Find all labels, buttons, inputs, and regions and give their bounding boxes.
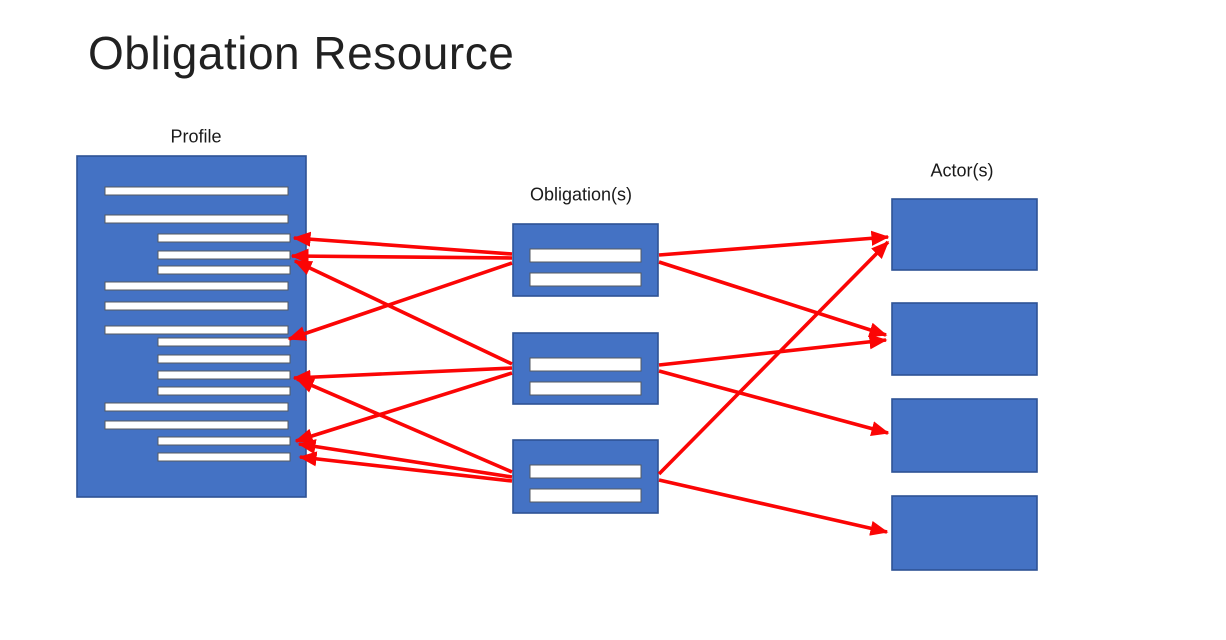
slide-title: Obligation Resource [88,27,515,79]
profile-bar-11 [157,370,291,380]
obligation-2-bar-1 [529,357,642,372]
arrow-obligation-3-to-actor-4 [658,478,889,536]
profile-bar-13 [104,402,289,412]
arrow-obligation-2-to-actor-3 [658,369,890,436]
arrow-obligation-2-to-profile-bar-11 [292,366,513,385]
profile-bar-2 [104,214,289,224]
arrow-obligation-3-to-profile-bar-15 [297,439,513,479]
obligation-3-bar-1 [529,464,642,479]
profile-bar-12 [157,386,291,396]
profile-bar-8 [104,325,289,335]
actor-box-4 [891,495,1038,571]
obligation-3-bar-2 [529,488,642,503]
profile-bar-4 [157,250,291,260]
obligation-1-bar-1 [529,248,642,263]
arrow-obligation-1-to-profile-bar-3 [292,231,513,256]
actor-box-3 [891,398,1038,473]
arrow-obligation-3-to-profile-bar-16 [298,451,513,483]
actor-box-1 [891,198,1038,271]
profile-bar-15 [157,436,291,446]
profile-bar-6 [104,281,289,291]
profile-bar-3 [157,233,291,243]
arrow-obligation-2-to-actor-2 [658,334,888,367]
arrow-obligation-3-to-profile-bar-11 [295,377,513,474]
arrow-obligation-1-to-profile-bar-4 [290,248,513,264]
profile-bar-16 [157,452,291,462]
obligations-column-label: Obligation(s) [529,184,633,205]
profile-bar-5 [157,265,291,275]
profile-bar-14 [104,420,289,430]
actors-column-label: Actor(s) [930,160,994,181]
arrow-obligation-1-to-actor-2 [658,260,888,338]
profile-column-label: Profile [170,126,222,147]
actor-box-2 [891,302,1038,376]
arrow-obligation-1-to-actor-1 [658,230,890,257]
obligation-1-bar-2 [529,272,642,287]
profile-bar-7 [104,301,289,311]
arrow-obligation-3-to-actor-1 [657,240,890,476]
obligation-2-bar-2 [529,381,642,396]
arrow-obligation-2-to-profile-bar-15 [294,371,513,444]
arrow-obligation-2-to-profile-bar-4 [293,259,513,366]
arrow-obligation-1-to-profile-bar-9 [287,261,513,341]
profile-bar-10 [157,354,291,364]
profile-bar-1 [104,186,289,196]
profile-bar-9 [157,337,291,347]
